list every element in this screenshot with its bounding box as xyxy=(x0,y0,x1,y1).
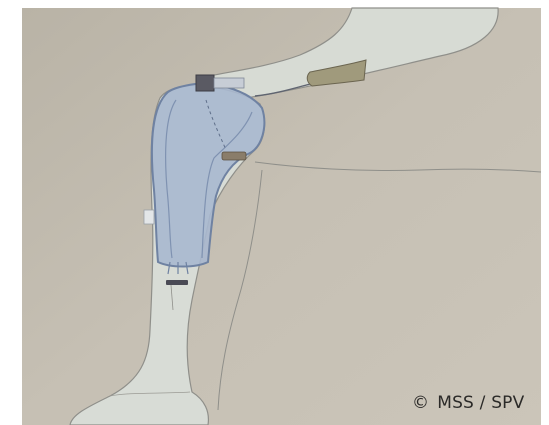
lower-strap xyxy=(166,280,188,285)
copyright-symbol: © xyxy=(412,393,429,413)
back-contour-line xyxy=(218,170,262,410)
credit-text: MSS / SPV xyxy=(437,393,524,413)
upper-strap-band xyxy=(214,78,244,88)
brace-body xyxy=(152,84,264,267)
upper-strap xyxy=(196,75,214,91)
side-tab xyxy=(144,210,154,224)
copyright-credit: © MSS / SPV xyxy=(412,393,524,413)
knee-strap xyxy=(222,152,246,160)
seat-contour-line xyxy=(255,162,541,172)
